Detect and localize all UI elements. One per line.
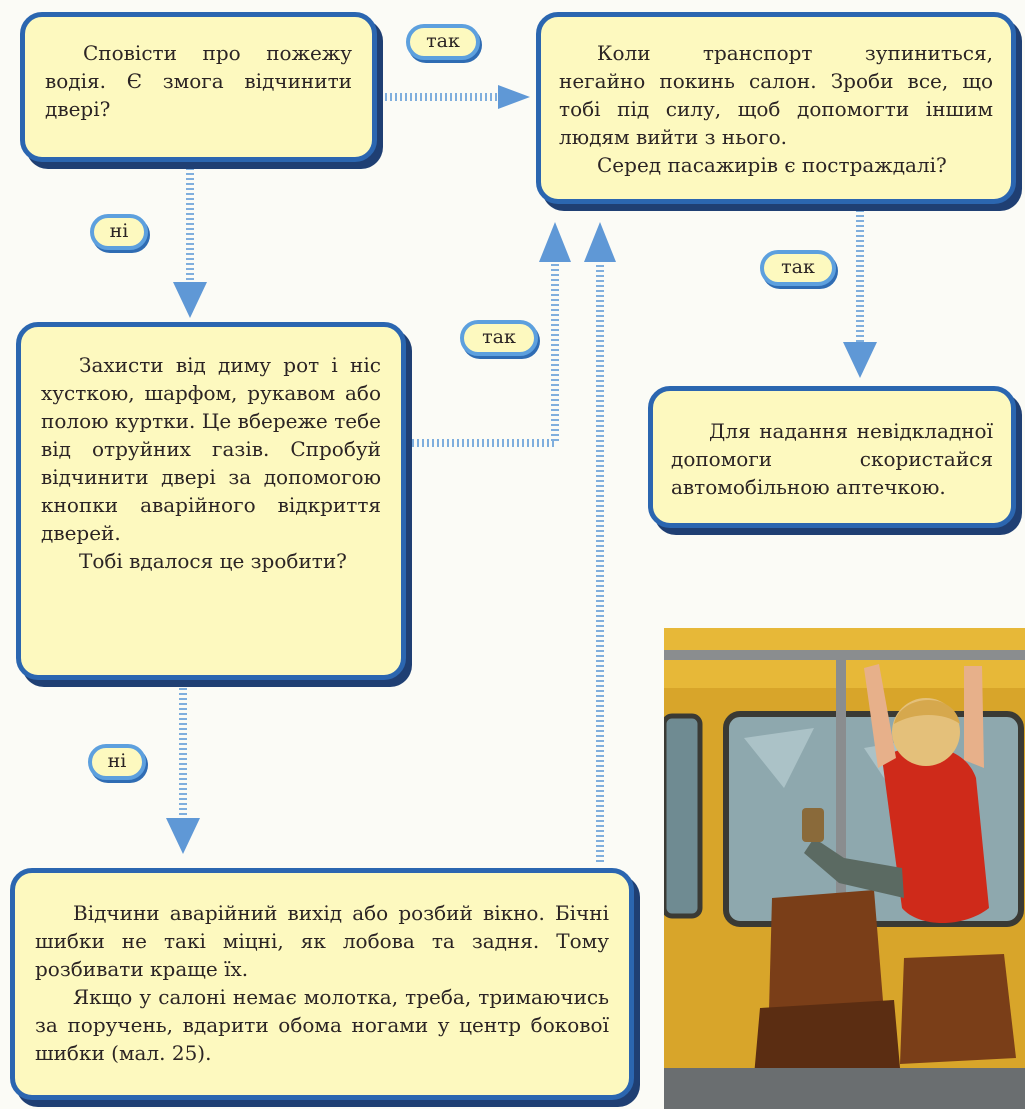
yes-label: так <box>460 320 538 356</box>
leave-salon-box: Коли транспорт зупиниться, негайно покин… <box>536 12 1016 204</box>
yes-label: так <box>760 250 836 286</box>
arrowhead-right <box>498 85 530 109</box>
yes-label: так <box>406 24 480 60</box>
leave-salon-text: Коли транспорт зупиниться, негайно покин… <box>559 41 993 149</box>
arrowhead-up <box>584 222 616 262</box>
protect-from-smoke-question: Тобі вдалося це зробити? <box>79 549 347 573</box>
protect-from-smoke-box: Захисти від диму рот і ніс хусткою, шарф… <box>16 322 406 680</box>
no-label: ні <box>88 744 146 780</box>
leave-salon-question: Серед пасажирів є постраждалі? <box>597 153 947 177</box>
first-aid-box: Для надання невідкладної допомоги скорис… <box>648 386 1016 528</box>
bus-window-illustration <box>664 628 1025 1109</box>
emergency-exit-hammer-text: Якщо у салоні немає молотка, треба, трим… <box>35 985 609 1065</box>
notify-driver-text: Сповісти про пожежу водія. Є змога відчи… <box>45 41 352 121</box>
notify-driver-box: Сповісти про пожежу водія. Є змога відчи… <box>20 12 377 162</box>
arrowhead-down <box>843 342 877 378</box>
arrowhead-down <box>173 282 207 318</box>
first-aid-text: Для надання невідкладної допомоги скорис… <box>671 419 993 499</box>
no-label: ні <box>90 214 148 250</box>
arrowhead-down <box>166 818 200 854</box>
protect-from-smoke-text: Захисти від диму рот і ніс хусткою, шарф… <box>41 353 381 545</box>
emergency-exit-box: Відчини аварійний вихід або розбий вікно… <box>10 868 634 1100</box>
boy-kicking-window-icon <box>664 628 1025 1109</box>
arrowhead-up <box>539 222 571 262</box>
emergency-exit-text: Відчини аварійний вихід або розбий вікно… <box>35 901 609 981</box>
